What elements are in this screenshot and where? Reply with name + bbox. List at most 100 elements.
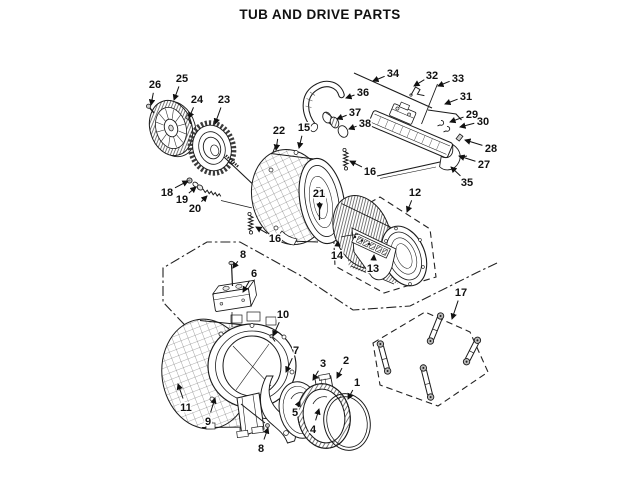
callout-37: 37 [336,106,363,121]
callout-leader [148,92,156,106]
callout-number: 8 [240,249,246,261]
callout-number: 24 [191,94,204,106]
callout-13: 13 [365,254,381,277]
damper-struts [376,312,482,401]
callout-leader [450,166,461,177]
callout-number: 1 [354,377,360,389]
retainer-ring [323,393,371,451]
callout-36: 36 [345,86,371,101]
callout-23: 23 [213,93,232,125]
callout-leader [437,80,450,87]
callout-leader [273,138,281,151]
rotor [148,99,197,158]
drain-hose-lower-edge [379,166,437,179]
callout-number: 18 [161,187,173,199]
callout-16: 16 [255,226,283,247]
callout-leader [348,124,357,131]
callout-24: 24 [188,93,205,119]
tub-screw [269,334,276,342]
callout-15: 15 [296,121,312,149]
callout-number: 37 [349,107,361,119]
callout-number: 7 [293,345,299,357]
callout-leader [406,200,413,213]
callout-22: 22 [271,124,287,151]
check-valve [322,111,340,129]
callout-number: 27 [478,159,490,171]
callout-number: 14 [331,250,344,262]
callout-leader [242,280,250,293]
damper-strut [426,312,445,345]
callout-number: 31 [460,91,472,103]
counterweight-bar [368,101,461,171]
callout-14: 14 [329,240,345,264]
callout-leader [314,408,321,421]
callout-leader [174,180,189,189]
callout-number: 3 [320,358,326,370]
callout-leader [255,226,268,234]
callout-leader [347,389,354,400]
callout-leader [297,135,304,149]
callout-number: 10 [277,309,289,321]
callout-number: 12 [409,187,421,199]
damper-strut [376,340,392,375]
callout-number: 29 [466,109,478,121]
callout-leader [450,300,459,320]
callout-28: 28 [464,138,499,157]
callout-25: 25 [172,72,190,101]
callout-number: 35 [461,177,473,189]
callout-leader [210,397,217,413]
callout-20: 20 [187,195,208,217]
callout-leader [312,370,319,381]
callout-1: 1 [347,376,362,400]
callout-number: 34 [387,68,400,80]
callout-leader [336,113,347,121]
callout-leader [413,79,425,87]
callout-number: 28 [485,143,497,155]
callout-30: 30 [459,115,491,130]
callout-number: 13 [367,263,379,275]
callout-number: 30 [477,116,489,128]
callout-leader [200,195,208,203]
callout-number: 22 [273,125,285,137]
callout-number: 11 [180,402,192,414]
callout-5: 5 [290,400,301,421]
callout-19: 19 [174,186,197,208]
callout-10: 10 [272,308,291,337]
callout-33: 33 [437,72,466,87]
vent-hose [302,80,345,133]
callout-26: 26 [147,78,163,106]
callout-35: 35 [450,166,475,191]
callout-6: 6 [242,267,259,293]
callout-number: 16 [269,233,281,245]
callout-11: 11 [176,383,193,416]
callout-leader [188,107,195,119]
callout-leader [232,261,239,269]
callout-leader [294,400,301,408]
callout-31: 31 [444,90,474,106]
shaft-fasteners [186,177,285,216]
counterweight [211,279,257,312]
suspension-spring-right [342,147,350,171]
hinge-arm-hole [283,430,289,436]
rear-tub [250,148,346,246]
dashed-outline-damper-group [372,311,489,407]
callout-18: 18 [159,180,189,201]
callout-2: 2 [336,354,351,379]
callout-leader [272,321,280,337]
callout-leader [188,186,197,194]
callout-38: 38 [348,117,373,132]
callout-number: 19 [176,194,188,206]
callout-number: 32 [426,70,438,82]
dashed-outline-drum-group [332,196,437,294]
callout-number: 8 [258,443,264,455]
callout-number: 36 [357,87,369,99]
callout-number: 21 [313,188,325,200]
callout-number: 9 [205,416,211,428]
callout-leader [263,427,270,440]
callout-leader [285,357,293,373]
callout-number: 38 [359,118,371,130]
callout-17: 17 [450,286,469,320]
